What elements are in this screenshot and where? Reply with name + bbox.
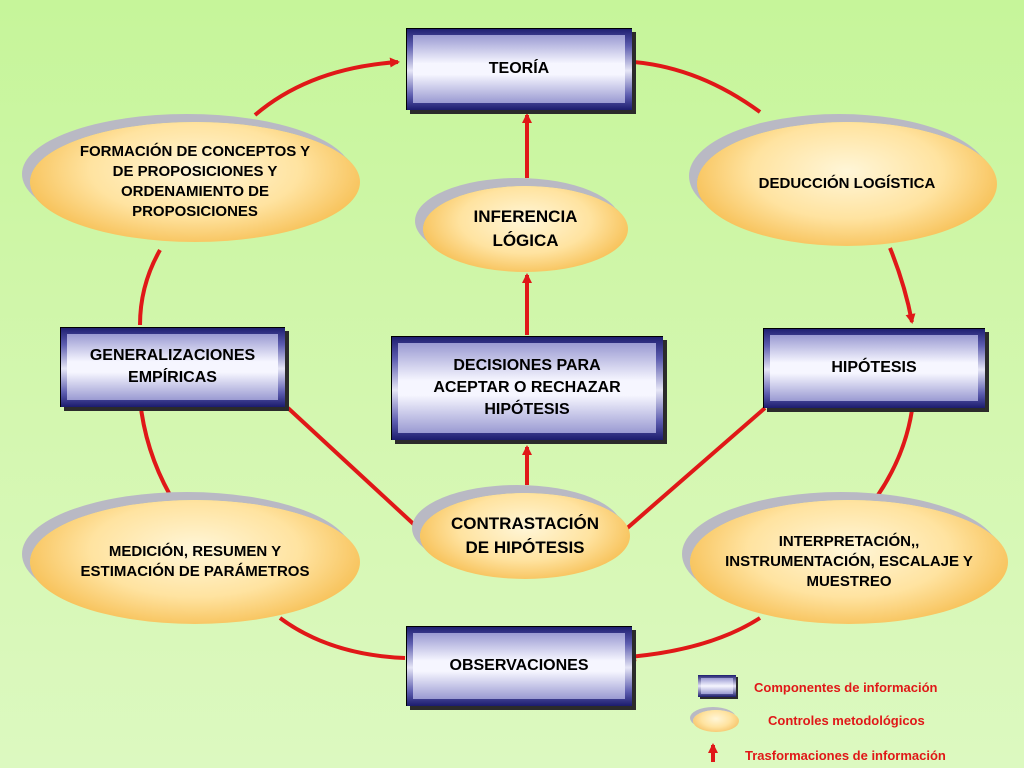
arrow-interpretacion-to-observaciones (626, 616, 762, 662)
hipotesis-box: HIPÓTESIS (763, 328, 985, 408)
formacion-ellipse: FORMACIÓN DE CONCEPTOS Y DE PROPOSICIONE… (30, 122, 360, 242)
decisiones-box: DECISIONES PARA ACEPTAR O RECHAZAR HIPÓT… (391, 336, 663, 440)
generalizaciones-label: GENERALIZACIONES EMPÍRICAS (67, 334, 278, 400)
legend-transformations-label: Trasformaciones de información (745, 748, 946, 763)
legend-controls-label: Controles metodológicos (768, 713, 925, 728)
arrow-observaciones-to-medicion (278, 616, 406, 660)
hipotesis-label: HIPÓTESIS (770, 335, 978, 401)
arrow-deduccion-to-hipotesis (888, 247, 916, 324)
arrow-medicion-to-generalizaciones (135, 398, 172, 496)
deduccion-label: DEDUCCIÓN LOGÍSTICA (758, 175, 936, 192)
inferencia-label: INFERENCIA LÓGICA (473, 207, 578, 250)
arrow-hipotesis-to-interpretacion (876, 409, 914, 497)
medicion-label: MEDICIÓN, RESUMEN Y ESTIMACIÓN DE PARÁME… (80, 543, 310, 580)
interpretacion-label: INTERPRETACIÓN,, INSTRUMENTACIÓN, ESCALA… (725, 533, 973, 590)
contrastacion-label: CONTRASTACIÓN DE HIPÓTESIS (451, 514, 599, 557)
legend-control-swatch (693, 710, 739, 732)
legend-component-swatch (698, 675, 736, 697)
legend-components-label: Componentes de información (754, 680, 938, 695)
interpretacion-ellipse: INTERPRETACIÓN,, INSTRUMENTACIÓN, ESCALA… (690, 500, 1008, 624)
arrow-formacion-to-teoria (253, 57, 400, 117)
line-generalizaciones-to-contrastacion (286, 406, 422, 532)
observaciones-label: OBSERVACIONES (413, 633, 625, 699)
arrow-generalizaciones-to-formacion (138, 249, 162, 326)
deduccion-ellipse: DEDUCCIÓN LOGÍSTICA (697, 122, 997, 246)
observaciones-box: OBSERVACIONES (406, 626, 632, 706)
contrastacion-ellipse: CONTRASTACIÓN DE HIPÓTESIS (420, 493, 630, 579)
teoria-box: TEORÍA (406, 28, 632, 110)
line-contrastacion-to-hipotesis (623, 406, 767, 532)
decisiones-label: DECISIONES PARA ACEPTAR O RECHAZAR HIPÓT… (398, 343, 656, 433)
medicion-ellipse: MEDICIÓN, RESUMEN Y ESTIMACIÓN DE PARÁME… (30, 500, 360, 624)
teoria-label: TEORÍA (413, 35, 625, 103)
inferencia-ellipse: INFERENCIA LÓGICA (423, 186, 628, 272)
formacion-label: FORMACIÓN DE CONCEPTOS Y DE PROPOSICIONE… (79, 143, 311, 220)
generalizaciones-box: GENERALIZACIONES EMPÍRICAS (60, 327, 285, 407)
arrow-teoria-to-deduccion (633, 60, 762, 114)
